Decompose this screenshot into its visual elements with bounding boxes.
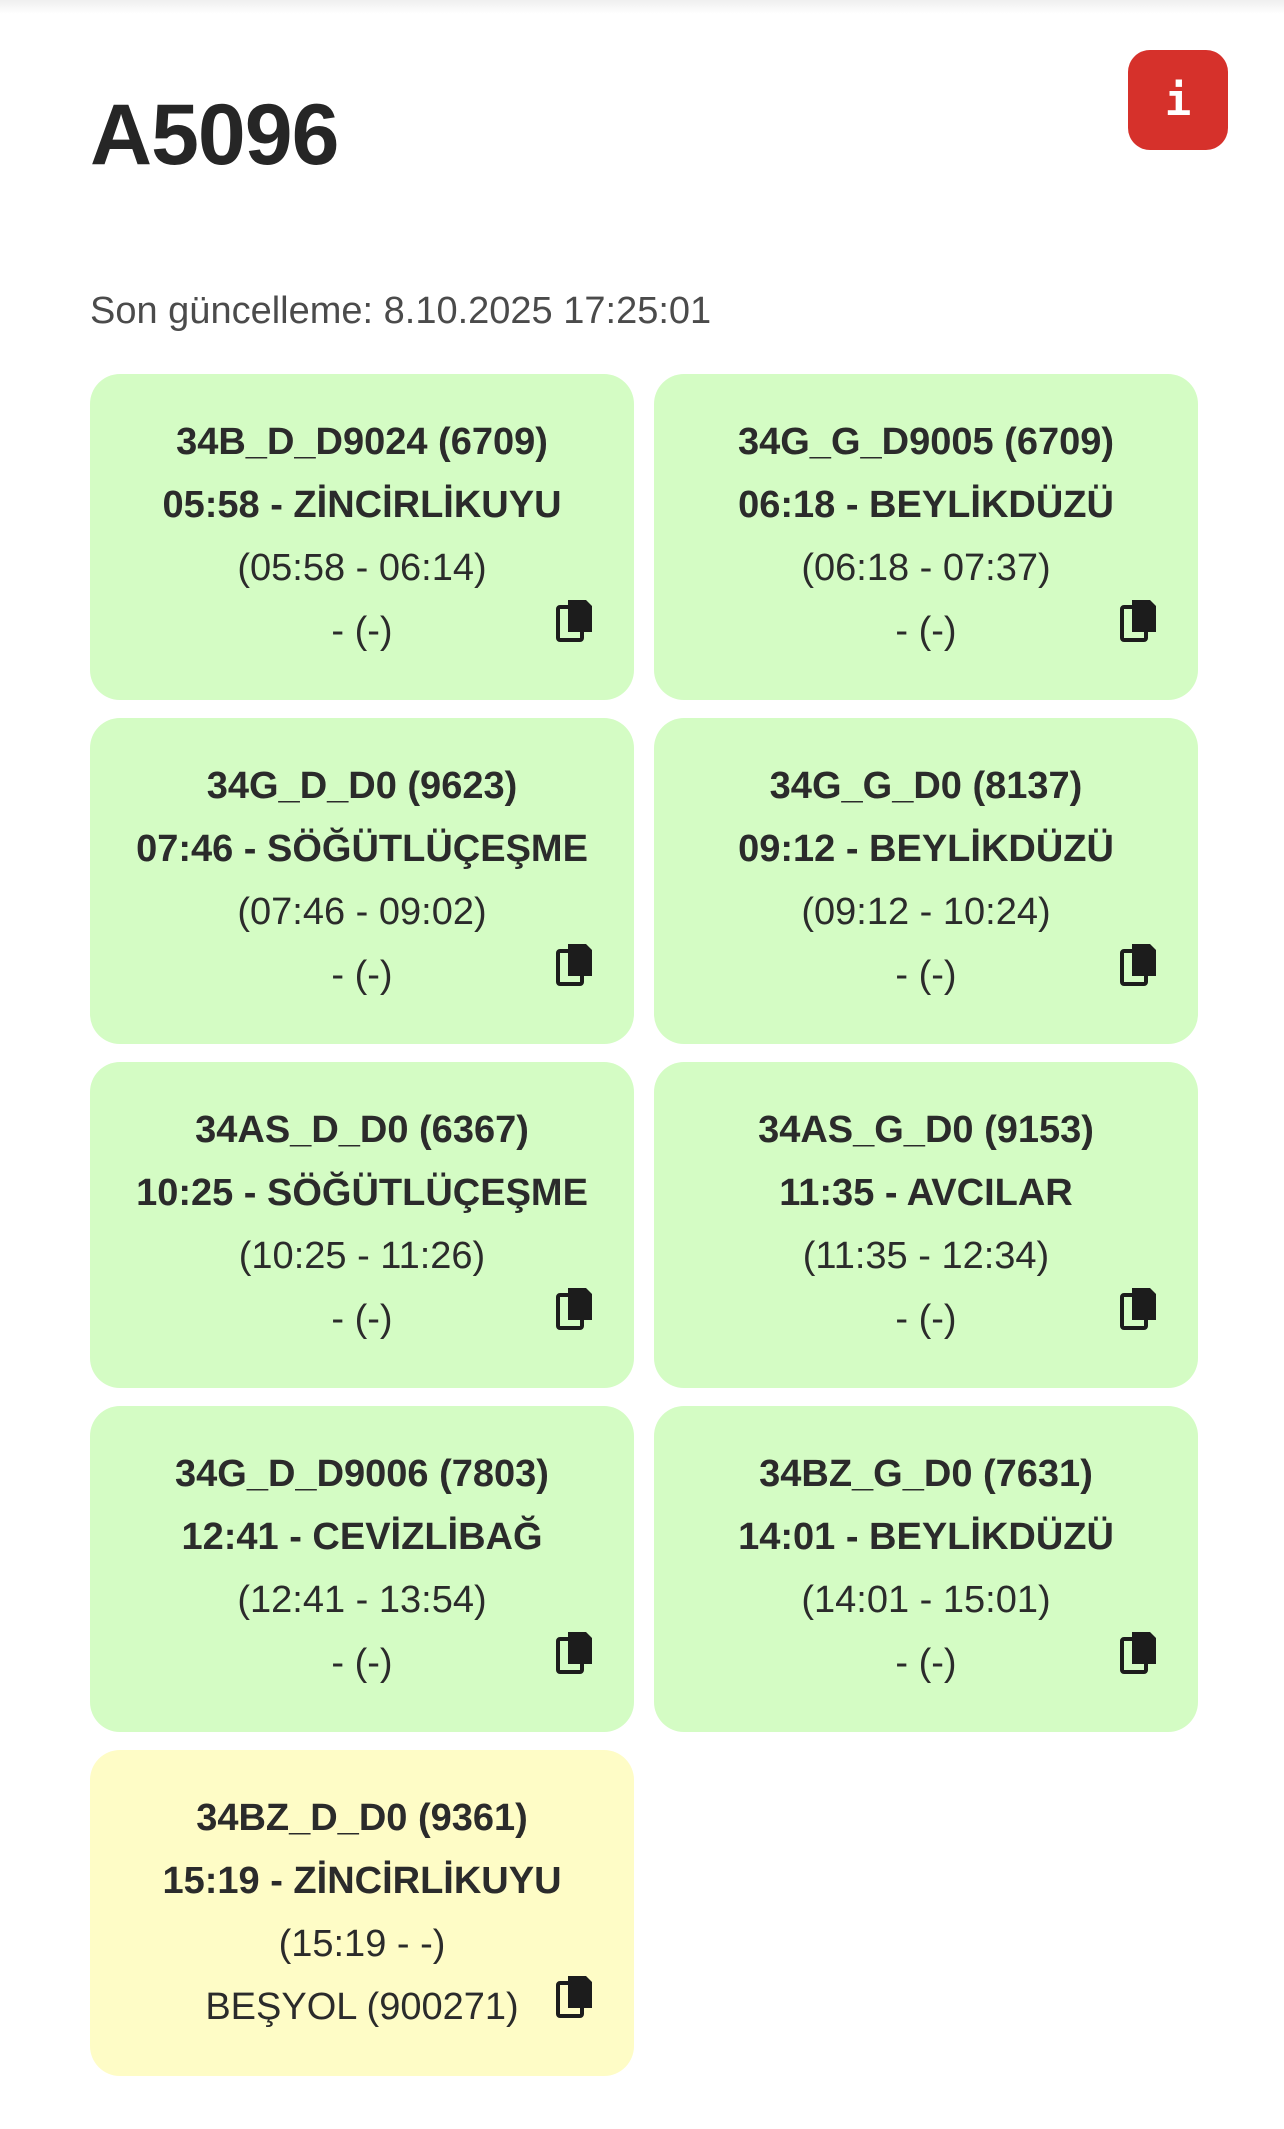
- trip-times: (07:46 - 09:02): [237, 891, 487, 933]
- trip-stop: - (-): [895, 1298, 957, 1340]
- trip-route: 34B_D_D9024 (6709): [176, 421, 548, 463]
- trip-departure: 15:19 - ZİNCİRLİKUYU: [162, 1860, 562, 1902]
- copy-icon[interactable]: [556, 1630, 594, 1674]
- trip-card: 34B_D_D9024 (6709) 05:58 - ZİNCİRLİKUYU …: [90, 374, 634, 700]
- trip-times: (15:19 - -): [278, 1923, 446, 1965]
- trip-route: 34G_D_D9006 (7803): [175, 1453, 549, 1495]
- copy-icon[interactable]: [556, 1286, 594, 1330]
- trip-card: 34G_G_D0 (8137) 09:12 - BEYLİKDÜZÜ (09:1…: [654, 718, 1198, 1044]
- copy-icon[interactable]: [1120, 1630, 1158, 1674]
- trip-route: 34G_G_D9005 (6709): [737, 421, 1115, 463]
- copy-icon[interactable]: [556, 1974, 594, 2018]
- trip-card: 34G_D_D0 (9623) 07:46 - SÖĞÜTLÜÇEŞME (07…: [90, 718, 634, 1044]
- trip-times: (09:12 - 10:24): [801, 891, 1051, 933]
- trip-departure: 10:25 - SÖĞÜTLÜÇEŞME: [136, 1172, 588, 1214]
- trip-route: 34AS_D_D0 (6367): [195, 1109, 529, 1151]
- trip-stop: - (-): [331, 954, 393, 996]
- trip-departure: 14:01 - BEYLİKDÜZÜ: [738, 1516, 1114, 1558]
- top-edge-shade: [0, 0, 1284, 14]
- trip-stop: - (-): [331, 1298, 393, 1340]
- trip-times: (11:35 - 12:34): [802, 1235, 1050, 1277]
- trip-card-active: 34BZ_D_D0 (9361) 15:19 - ZİNCİRLİKUYU (1…: [90, 1750, 634, 2076]
- trip-card: 34G_G_D9005 (6709) 06:18 - BEYLİKDÜZÜ (0…: [654, 374, 1198, 700]
- trip-card: 34G_D_D9006 (7803) 12:41 - CEVİZLİBAĞ (1…: [90, 1406, 634, 1732]
- trip-card: 34AS_D_D0 (6367) 10:25 - SÖĞÜTLÜÇEŞME (1…: [90, 1062, 634, 1388]
- trip-times: (05:58 - 06:14): [237, 547, 487, 589]
- trip-stop: - (-): [895, 1642, 957, 1684]
- trip-route: 34G_G_D0 (8137): [769, 765, 1083, 807]
- copy-icon[interactable]: [556, 598, 594, 642]
- copy-icon[interactable]: [1120, 1286, 1158, 1330]
- trip-stop: - (-): [895, 610, 957, 652]
- trip-card: 34AS_G_D0 (9153) 11:35 - AVCILAR (11:35 …: [654, 1062, 1198, 1388]
- trip-times: (10:25 - 11:26): [238, 1235, 486, 1277]
- trip-departure: 05:58 - ZİNCİRLİKUYU: [162, 484, 562, 526]
- trip-times: (12:41 - 13:54): [237, 1579, 487, 1621]
- trip-route: 34AS_G_D0 (9153): [758, 1109, 1094, 1151]
- copy-icon[interactable]: [1120, 598, 1158, 642]
- copy-icon[interactable]: [1120, 942, 1158, 986]
- info-button[interactable]: i: [1128, 50, 1228, 150]
- trip-stop: - (-): [331, 1642, 393, 1684]
- trip-stop: BEŞYOL (900271): [205, 1986, 519, 2028]
- trip-route: 34BZ_G_D0 (7631): [759, 1453, 1093, 1495]
- trip-card-grid: 34B_D_D9024 (6709) 05:58 - ZİNCİRLİKUYU …: [90, 374, 1200, 2076]
- copy-icon[interactable]: [556, 942, 594, 986]
- page-title: A5096: [90, 87, 339, 183]
- trip-stop: - (-): [331, 610, 393, 652]
- trip-departure: 06:18 - BEYLİKDÜZÜ: [738, 484, 1114, 526]
- trip-times: (14:01 - 15:01): [801, 1579, 1051, 1621]
- trip-departure: 09:12 - BEYLİKDÜZÜ: [738, 828, 1114, 870]
- trip-route: 34G_D_D0 (9623): [206, 765, 518, 807]
- trip-card: 34BZ_G_D0 (7631) 14:01 - BEYLİKDÜZÜ (14:…: [654, 1406, 1198, 1732]
- trip-departure: 11:35 - AVCILAR: [779, 1172, 1073, 1214]
- trip-stop: - (-): [895, 954, 957, 996]
- last-updated-text: Son güncelleme: 8.10.2025 17:25:01: [90, 290, 712, 332]
- trip-departure: 12:41 - CEVİZLİBAĞ: [181, 1516, 543, 1558]
- trip-departure: 07:46 - SÖĞÜTLÜÇEŞME: [136, 828, 588, 870]
- trip-times: (06:18 - 07:37): [801, 547, 1051, 589]
- trip-route: 34BZ_D_D0 (9361): [196, 1797, 528, 1839]
